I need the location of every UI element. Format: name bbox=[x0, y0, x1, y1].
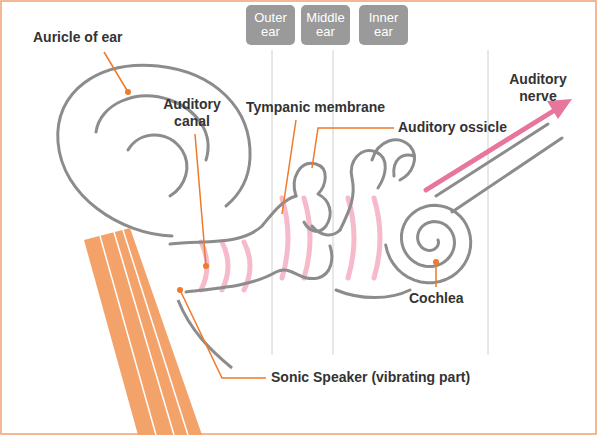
leader-dots bbox=[125, 89, 439, 293]
nerve-arrow bbox=[426, 99, 572, 190]
section-tag: Middle ear bbox=[301, 5, 350, 45]
section-dividers bbox=[272, 50, 488, 355]
part-label: Auditory ossicle bbox=[398, 119, 538, 136]
part-label: Sonic Speaker (vibrating part) bbox=[271, 369, 551, 386]
part-label: Auditory canal bbox=[152, 96, 232, 130]
section-name: Middle ear bbox=[304, 11, 347, 39]
section-tag: Outer ear bbox=[246, 5, 295, 45]
part-label: Tympanic membrane bbox=[246, 99, 416, 116]
part-label: Cochlea bbox=[409, 290, 499, 307]
sound-waves bbox=[201, 198, 380, 290]
sonic-speaker bbox=[84, 228, 232, 435]
section-name: Outer ear bbox=[249, 11, 292, 39]
section-tag: Inner ear bbox=[359, 5, 408, 45]
section-name: Inner ear bbox=[362, 11, 405, 39]
part-label: Auditory nerve bbox=[498, 71, 578, 105]
part-label: Auricle of ear bbox=[33, 29, 163, 46]
leader-lines bbox=[104, 52, 436, 378]
